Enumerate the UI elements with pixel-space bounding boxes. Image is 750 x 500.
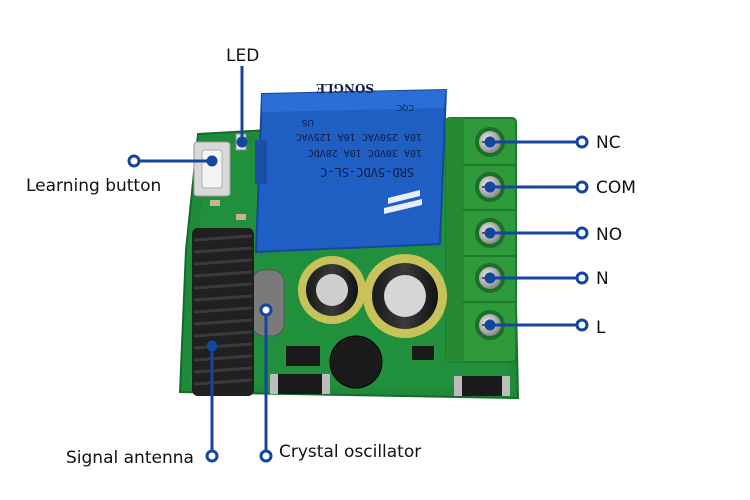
relay-brand: SONGLE (316, 81, 374, 95)
label-crystal-oscillator: Crystal oscillator (279, 442, 422, 462)
label-l: L (596, 318, 606, 338)
label-nc: NC (596, 133, 621, 153)
smd-parts (210, 200, 510, 396)
learning-button-part (193, 141, 231, 197)
ul-mark: US (301, 117, 314, 127)
crystal-part (251, 269, 285, 337)
antenna-coil (192, 228, 254, 396)
relay-rating-1: 10A 30VDC 10A 28VDC (308, 147, 422, 158)
relay-model-text: SRD-5VDC-SL-C (320, 165, 414, 179)
label-com: COM (596, 178, 636, 198)
relay-side-tab (255, 140, 267, 184)
relay: SRD-5VDC-SL-C 10A 30VDC 10A 28VDC 10A 25… (254, 81, 448, 254)
label-learning-button: Learning button (26, 176, 162, 196)
relay-rating-2: 10A 250VAC 10A 125VAC (296, 131, 422, 142)
songle-logo (384, 190, 422, 214)
callouts (134, 66, 582, 456)
label-n: N (596, 269, 609, 289)
label-no: NO (596, 225, 623, 245)
callout-dots (127, 135, 589, 463)
relay-print: SRD-5VDC-SL-C 10A 30VDC 10A 28VDC 10A 25… (296, 81, 422, 179)
capacitors (298, 254, 447, 338)
inductor-part (329, 335, 383, 389)
label-led: LED (226, 46, 260, 66)
cqc-mark: CQC (396, 103, 414, 112)
label-signal-antenna: Signal antenna (66, 448, 194, 468)
